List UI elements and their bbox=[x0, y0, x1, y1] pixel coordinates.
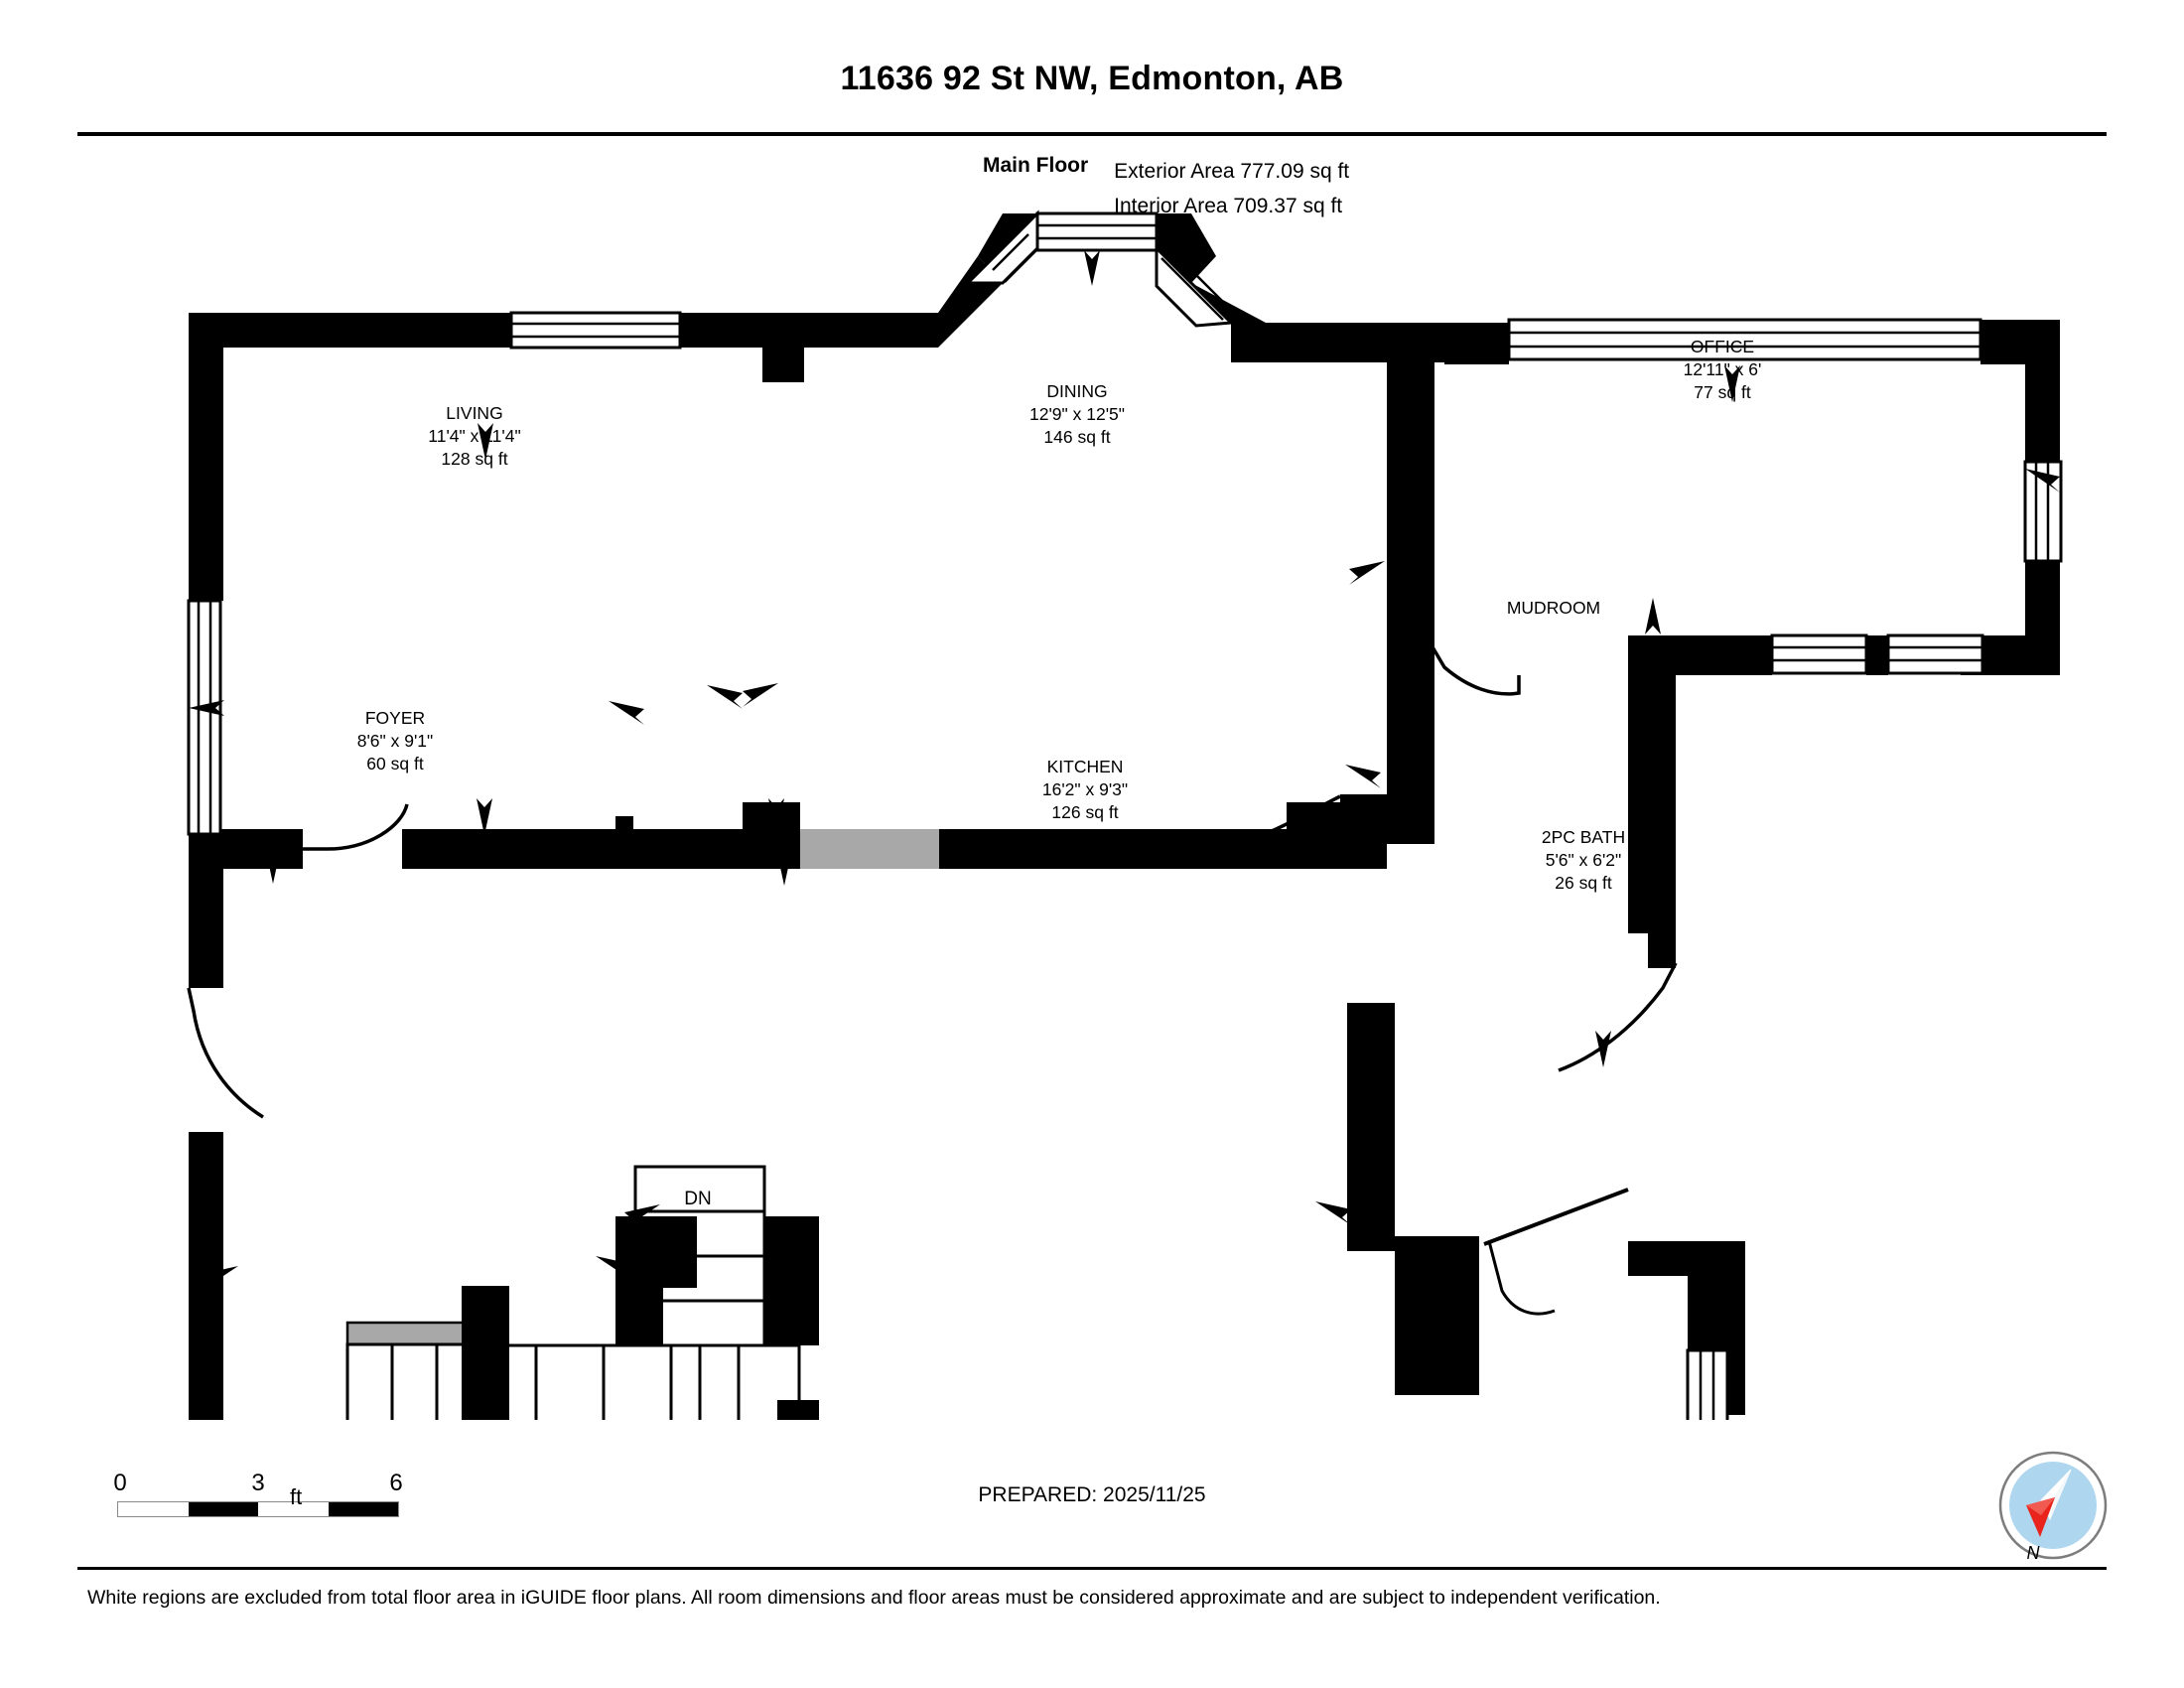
stair-walls bbox=[462, 1216, 819, 1420]
scale-tick-0: 0 bbox=[113, 1470, 127, 1496]
stairs-up: UP bbox=[345, 1321, 483, 1420]
exterior-walls bbox=[189, 213, 1489, 601]
dimension-arrows bbox=[189, 250, 2060, 1290]
room-label-office: OFFICE 12'11" x 6' 77 sq ft bbox=[1684, 337, 1762, 402]
window-bay-top bbox=[1035, 211, 1159, 252]
room-area: 26 sq ft bbox=[1555, 873, 1612, 893]
window-office-bottom-right bbox=[1886, 633, 1984, 675]
room-name: 2PC BATH bbox=[1542, 827, 1625, 847]
scale-tick-labels: 0 3 6 bbox=[113, 1470, 415, 1499]
room-area: 128 sq ft bbox=[441, 449, 507, 469]
room-dimensions: 16'2" x 9'3" bbox=[1042, 779, 1128, 799]
room-name: DINING bbox=[1046, 381, 1107, 401]
room-dimensions: 5'6" x 6'2" bbox=[1546, 850, 1622, 870]
interior-walls bbox=[189, 362, 1434, 1420]
scale-bar-block: 0 3 6 bbox=[113, 1470, 415, 1517]
office-walls bbox=[1444, 320, 2060, 675]
header-divider bbox=[77, 132, 2107, 136]
room-name: OFFICE bbox=[1691, 337, 1754, 356]
scale-seg-3 bbox=[258, 1502, 329, 1516]
room-label-2pc-bath: 2PC BATH 5'6" x 6'2" 26 sq ft bbox=[1542, 827, 1625, 893]
room-label-dining: DINING 12'9" x 12'5" 146 sq ft bbox=[1029, 381, 1125, 447]
window-living-left bbox=[187, 599, 222, 836]
room-name: FOYER bbox=[365, 708, 425, 728]
room-name: LIVING bbox=[446, 403, 502, 423]
compass-north-label: N bbox=[2026, 1543, 2040, 1563]
room-area: 126 sq ft bbox=[1051, 802, 1118, 822]
room-area: 146 sq ft bbox=[1043, 427, 1110, 447]
room-area: 77 sq ft bbox=[1694, 382, 1751, 402]
room-dimensions: 12'11" x 6' bbox=[1684, 359, 1762, 379]
page-title: 11636 92 St NW, Edmonton, AB bbox=[840, 60, 1344, 97]
lower-right-walls bbox=[1347, 675, 1745, 1415]
stair-down-label: DN bbox=[684, 1189, 711, 1209]
window-bath-right bbox=[1686, 1348, 1729, 1420]
kitchen-walls bbox=[1187, 802, 1340, 869]
scale-seg-2 bbox=[188, 1502, 258, 1516]
room-dimensions: 8'6" x 9'1" bbox=[357, 731, 434, 751]
room-label-mudroom: MUDROOM bbox=[1507, 598, 1600, 618]
window-office-top bbox=[1507, 318, 1982, 361]
room-labels: LIVING 11'4" x 11'4" 128 sq ft DINING 12'9" … bbox=[357, 337, 1762, 893]
room-label-foyer: FOYER 8'6" x 9'1" 60 sq ft bbox=[357, 708, 434, 774]
windows bbox=[187, 210, 2063, 1420]
scale-seg-1 bbox=[118, 1502, 189, 1516]
scale-unit-label: ft bbox=[290, 1484, 303, 1509]
floor-name-label: Main Floor bbox=[983, 154, 1089, 177]
interior-area-label: Interior Area 709.37 sq ft bbox=[1114, 195, 1343, 217]
floor-plan-drawing: UP DN bbox=[0, 209, 2184, 1420]
prepared-date: PREPARED: 2025/11/25 bbox=[978, 1483, 1206, 1506]
room-dimensions: 11'4" x 11'4" bbox=[428, 426, 520, 446]
window-bay-right bbox=[1155, 244, 1235, 328]
exterior-area-label: Exterior Area 777.09 sq ft bbox=[1114, 160, 1350, 183]
window-office-bottom-left bbox=[1770, 633, 1868, 675]
room-area: 60 sq ft bbox=[366, 754, 424, 774]
footer-divider bbox=[77, 1567, 2107, 1570]
room-label-living: LIVING 11'4" x 11'4" 128 sq ft bbox=[428, 403, 520, 469]
scale-tick-6: 6 bbox=[389, 1470, 403, 1496]
disclaimer-text: White regions are excluded from total fl… bbox=[87, 1587, 1661, 1609]
room-name: KITCHEN bbox=[1047, 757, 1124, 776]
scale-bar bbox=[117, 1501, 399, 1517]
floor-area-summary: Main Floor Exterior Area 777.09 sq ft In… bbox=[983, 154, 1349, 223]
scale-tick-3: 3 bbox=[251, 1470, 265, 1496]
scale-seg-4 bbox=[328, 1502, 398, 1516]
window-living-top bbox=[509, 311, 682, 350]
compass-rose-icon bbox=[1993, 1446, 2113, 1565]
room-label-kitchen: KITCHEN 16'2" x 9'3" 126 sq ft bbox=[1042, 757, 1128, 822]
room-dimensions: 12'9" x 12'5" bbox=[1029, 404, 1125, 424]
room-name: MUDROOM bbox=[1507, 598, 1600, 618]
door-leaves bbox=[1483, 1188, 1629, 1246]
